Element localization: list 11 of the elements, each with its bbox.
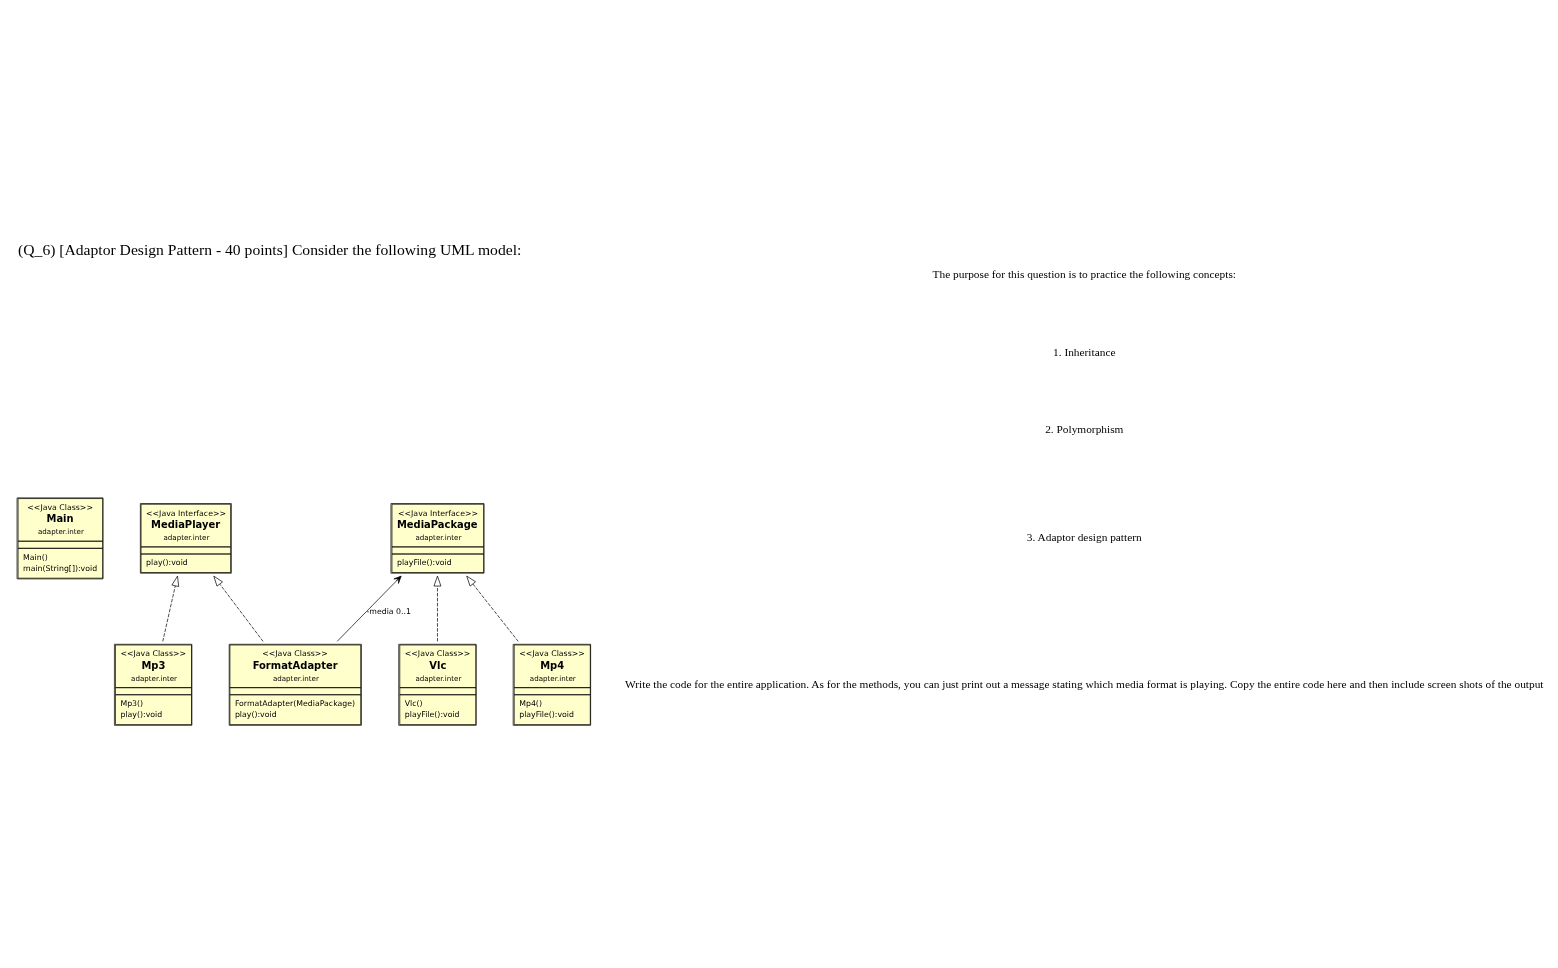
- arrow: [162, 575, 180, 642]
- arrow: [433, 575, 442, 642]
- label: Write the code for the entire application. As for the methods, you can just print out a message stating which media format is playing. Copy the entire code here and then include screen shots of the output: [625, 677, 1544, 690]
- diagram-title: (Q_6) [Adaptor Design Pattern - 40 points] Consider the following UML model:: [18, 241, 522, 259]
- label: 2. Polymorphism: [1045, 423, 1124, 436]
- arrow: [213, 575, 264, 642]
- label: The purpose for this question is to practice the following concepts:: [932, 268, 1237, 281]
- label: 3. Adaptor design pattern: [1026, 531, 1142, 544]
- arrow: [466, 575, 519, 642]
- arrow: [336, 575, 402, 642]
- label: 1. Inheritance: [1053, 345, 1116, 358]
